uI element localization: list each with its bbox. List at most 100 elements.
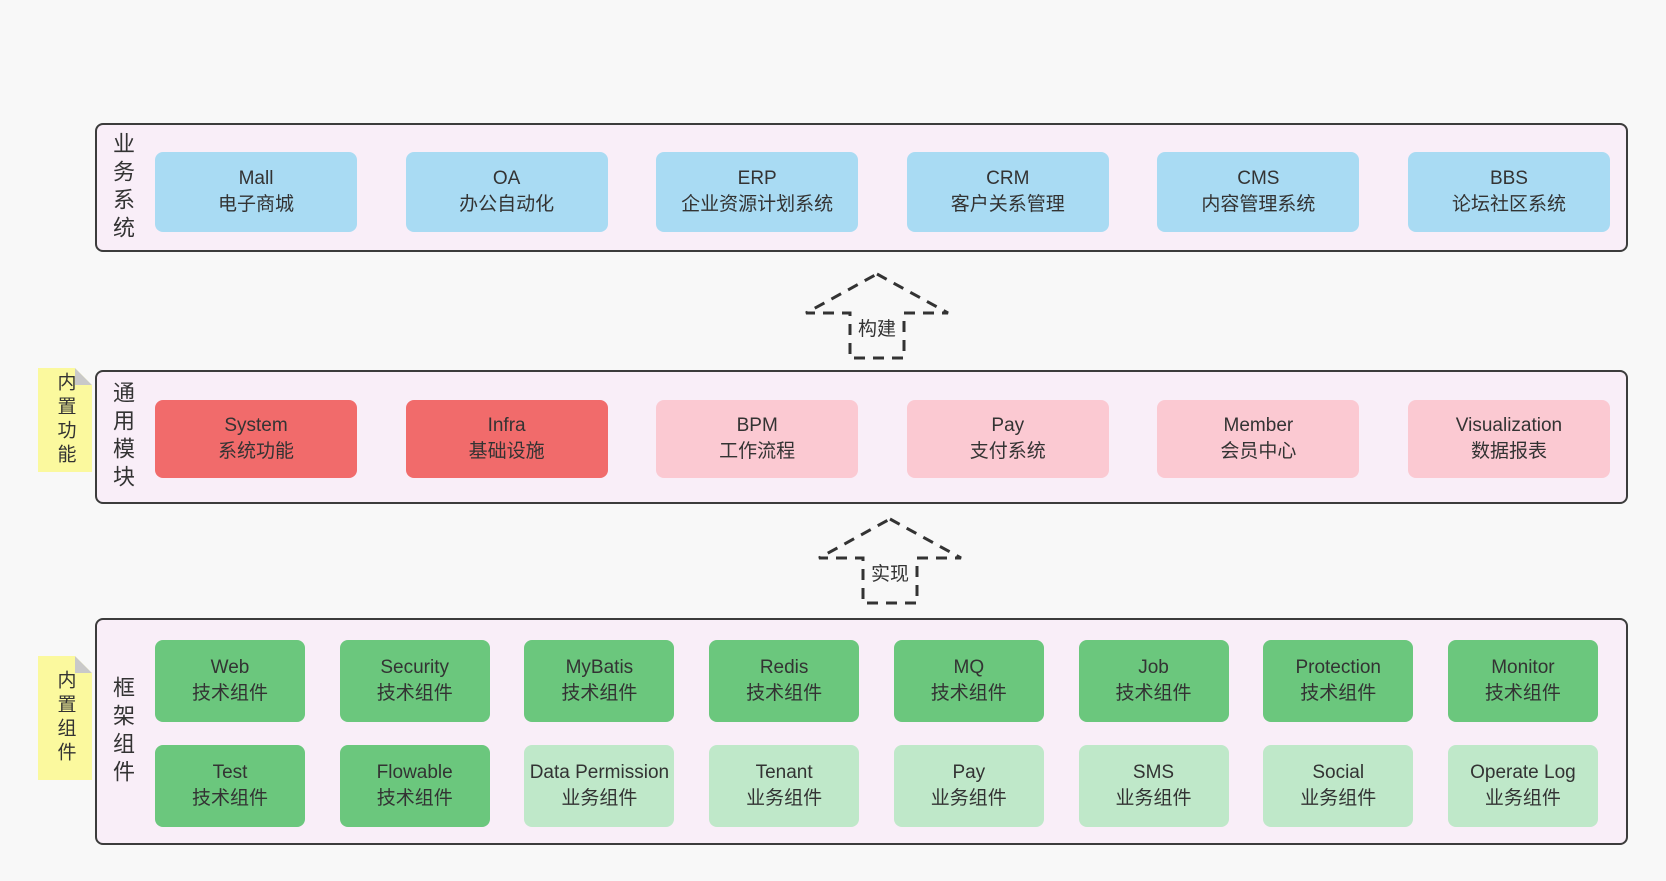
box-title-zh: 客户关系管理 [950,194,1065,215]
box-pay: Pay 支付系统 [906,400,1109,478]
box-title-en: Tenant [755,762,813,783]
box-title-en: MyBatis [565,657,634,678]
box-title-zh: 技术组件 [376,683,453,704]
layer-common-modules: 通用模块 System 系统功能 Infra 基础设施 BPM 工作流程 Pay… [95,370,1628,504]
box-title-zh: 企业资源计划系统 [681,194,834,215]
box-redis: Redis 技术组件 [709,640,860,722]
box-system: System 系统功能 [155,400,357,478]
box-title-zh: 内容管理系统 [1201,194,1316,215]
box-title-zh: 技术组件 [1484,683,1561,704]
box-title-en: Pay [991,415,1025,436]
box-cms: CMS 内容管理系统 [1157,152,1360,232]
box-title-en: Web [210,657,250,678]
box-title-zh: 业务组件 [561,788,638,809]
arrow-build-label: 构建 [854,314,900,341]
box-visualization: Visualization 数据报表 [1407,400,1610,478]
box-title-zh: 业务组件 [1484,788,1561,809]
box-title-en: Operate Log [1470,762,1576,783]
box-oa: OA 办公自动化 [405,152,608,232]
layer-business-systems: 业务系统 Mall 电子商城 OA 办公自动化 ERP 企业资源计划系统 CRM… [95,123,1628,252]
box-title-en: Security [380,657,450,678]
arrow-build: 构建 [802,272,952,360]
box-title-en: Pay [952,762,986,783]
box-title-zh: 工作流程 [719,441,796,462]
box-title-zh: 支付系统 [969,441,1046,462]
box-title-en: Flowable [376,762,453,783]
box-monitor: Monitor 技术组件 [1447,640,1598,722]
box-bbs: BBS 论坛社区系统 [1407,152,1610,232]
up-arrow-icon [818,517,962,605]
layer-label-common: 通用模块 [110,381,135,493]
box-security: Security 技术组件 [339,640,490,722]
box-title-en: Job [1138,657,1169,678]
box-title-en: Member [1223,415,1294,436]
box-pay-biz: Pay 业务组件 [893,745,1044,827]
note-text: 内置功能 [54,372,76,468]
box-title-en: Redis [759,657,809,678]
box-sms: SMS 业务组件 [1078,745,1229,827]
box-title-en: MQ [953,657,985,678]
box-title-zh: 办公自动化 [459,194,555,215]
box-title-zh: 系统功能 [217,441,294,462]
box-protection: Protection 技术组件 [1263,640,1414,722]
box-title-en: Social [1312,762,1365,783]
box-infra: Infra 基础设施 [405,400,608,478]
box-title-zh: 技术组件 [191,683,268,704]
box-job: Job 技术组件 [1078,640,1229,722]
box-mq: MQ 技术组件 [893,640,1044,722]
box-title-zh: 业务组件 [1300,788,1377,809]
up-arrow-icon [805,272,949,360]
box-title-zh: 技术组件 [1115,683,1192,704]
box-title-zh: 技术组件 [1300,683,1377,704]
box-title-zh: 技术组件 [561,683,638,704]
box-title-zh: 基础设施 [468,441,545,462]
box-title-zh: 论坛社区系统 [1451,194,1566,215]
box-title-en: CRM [986,168,1030,189]
box-test: Test 技术组件 [155,745,305,827]
box-title-zh: 业务组件 [1115,788,1192,809]
box-title-en: BPM [736,415,778,436]
box-title-zh: 技术组件 [930,683,1007,704]
box-crm: CRM 客户关系管理 [906,152,1109,232]
box-title-en: Monitor [1491,657,1555,678]
box-member: Member 会员中心 [1157,400,1360,478]
box-mall: Mall 电子商城 [155,152,357,232]
box-title-zh: 业务组件 [930,788,1007,809]
folded-corner-icon [75,656,92,673]
box-operate-log: Operate Log 业务组件 [1447,745,1598,827]
box-title-en: ERP [737,168,777,189]
layer-label-business: 业务系统 [110,131,135,244]
box-flowable: Flowable 技术组件 [339,745,490,827]
box-title-zh: 电子商城 [217,194,294,215]
arrow-implement-label: 实现 [867,559,913,586]
box-title-en: Mall [238,168,274,189]
box-title-en: OA [492,168,521,189]
box-title-en: BBS [1489,168,1528,189]
box-title-zh: 业务组件 [746,788,823,809]
box-title-zh: 数据报表 [1470,441,1547,462]
box-title-en: SMS [1132,762,1175,783]
box-title-zh: 会员中心 [1220,441,1297,462]
box-title-en: Protection [1295,657,1381,678]
layer-framework-components: 框架组件 Web 技术组件 Security 技术组件 MyBatis 技术组件… [95,618,1628,845]
box-title-en: CMS [1237,168,1280,189]
box-title-en: Test [212,762,248,783]
box-title-zh: 技术组件 [191,788,268,809]
box-title-zh: 技术组件 [746,683,823,704]
layer-label-framework: 框架组件 [110,675,135,788]
box-mybatis: MyBatis 技术组件 [524,640,675,722]
box-title-en: System [224,415,288,436]
box-erp: ERP 企业资源计划系统 [656,152,859,232]
folded-corner-icon [75,368,92,385]
box-title-zh: 技术组件 [376,788,453,809]
box-tenant: Tenant 业务组件 [709,745,860,827]
note-text: 内置组件 [54,670,76,766]
arrow-implement: 实现 [815,517,965,605]
note-built-in-features: 内置功能 [38,368,92,472]
box-bpm: BPM 工作流程 [656,400,859,478]
note-built-in-components: 内置组件 [38,656,92,780]
box-title-en: Visualization [1455,415,1563,436]
box-data-permission: Data Permission 业务组件 [524,745,675,827]
box-title-en: Infra [487,415,526,436]
